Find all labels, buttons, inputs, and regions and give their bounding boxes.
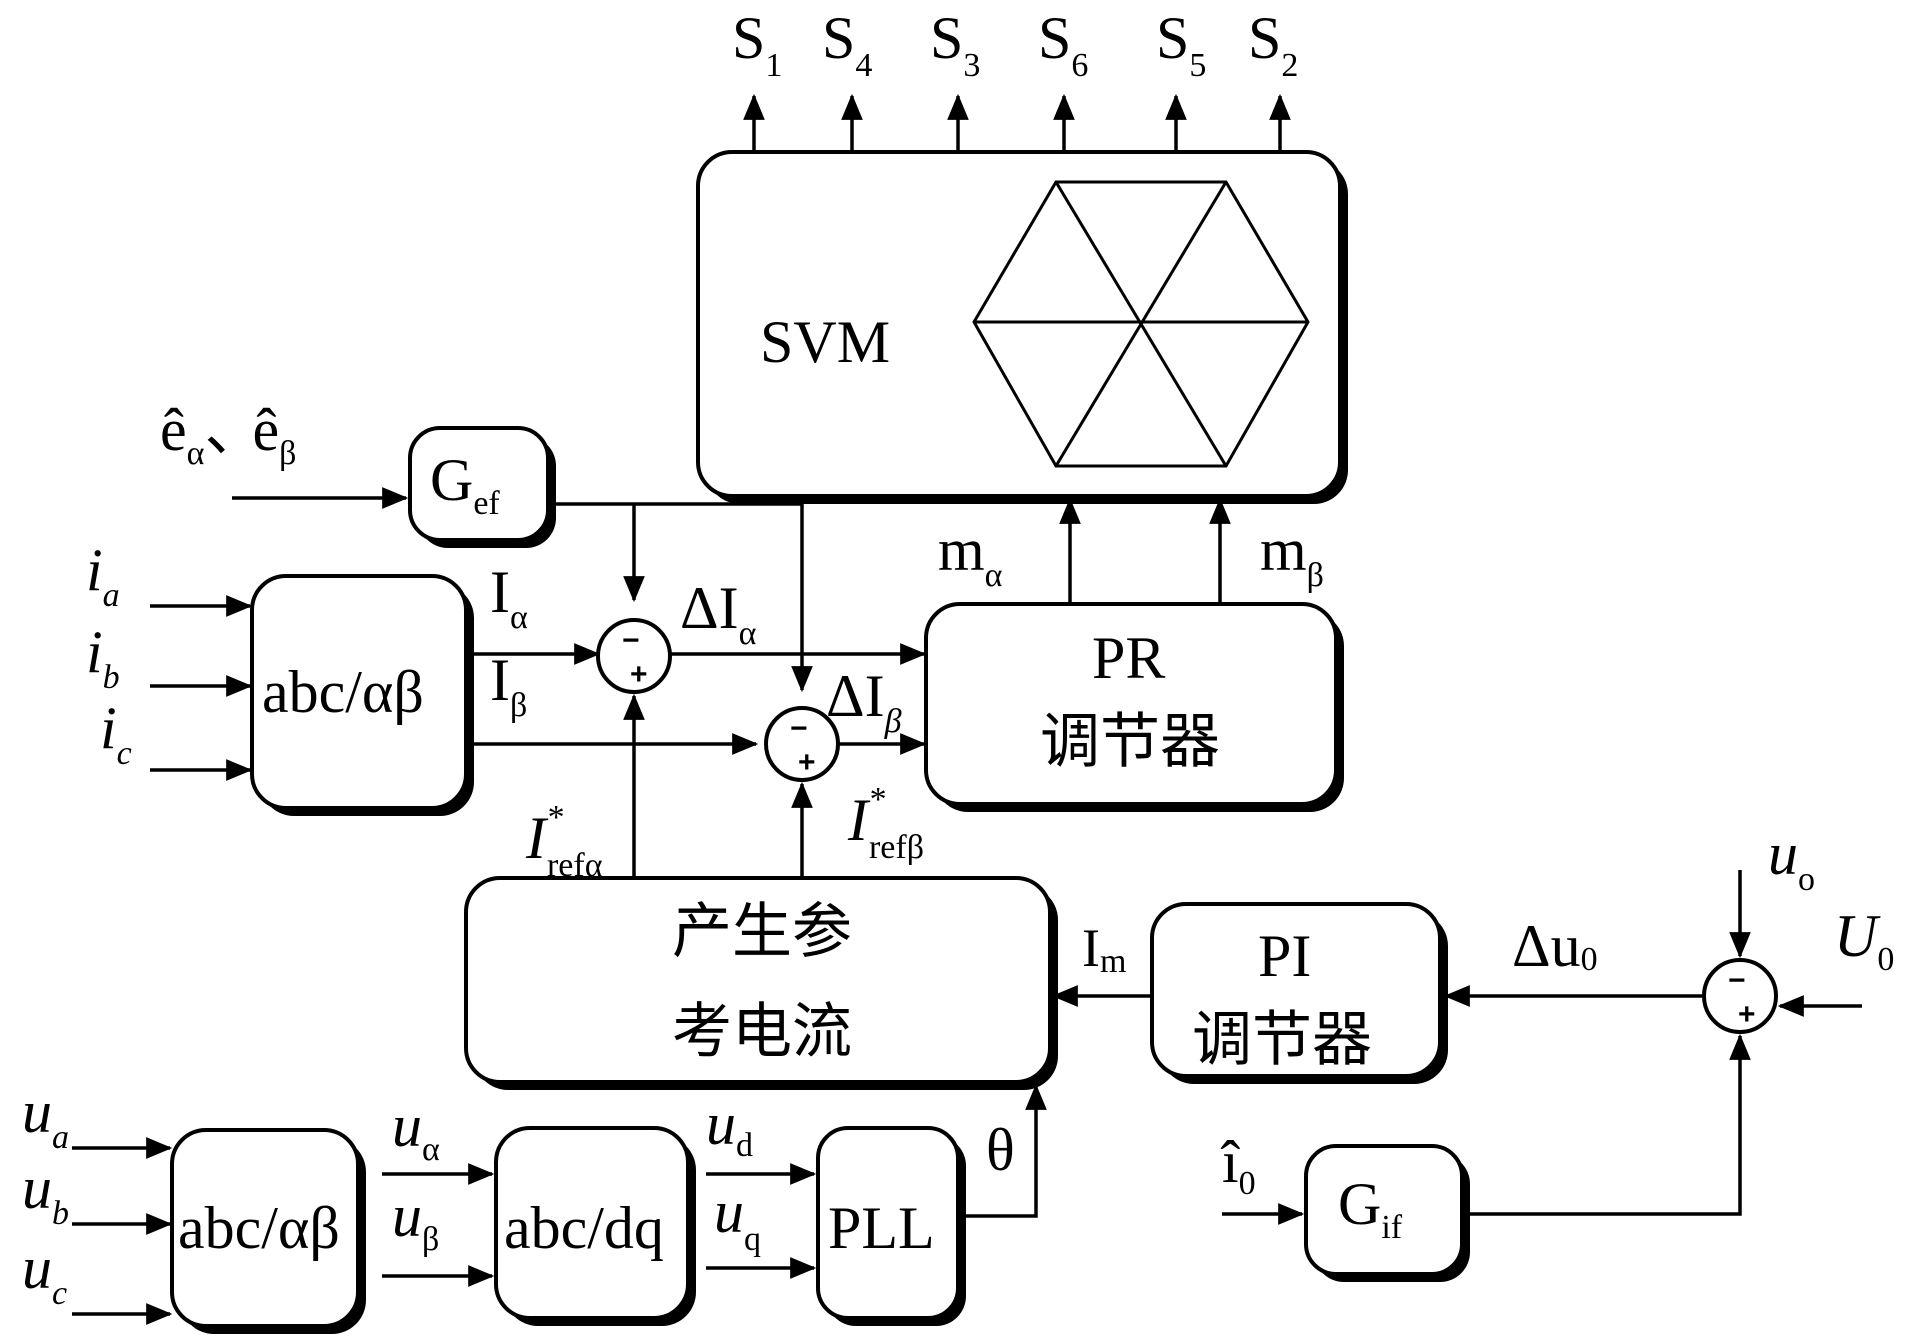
reference-current-block: 产生参 考电流: [464, 876, 1058, 1090]
gif-label: Gif: [1338, 1171, 1403, 1246]
output-s6: S6: [1038, 5, 1088, 84]
input-ub: ub: [22, 1155, 69, 1232]
input-ib: ib: [86, 619, 120, 696]
svm-hexagon-icon: [972, 180, 1310, 468]
pi-sublabel: 调节器: [1192, 1007, 1372, 1073]
abc-alphabeta-bottom-label: abc/αβ: [178, 1195, 340, 1261]
i0-hat-label: î0: [1220, 1129, 1256, 1202]
input-ic: ic: [100, 695, 132, 772]
svg-text:−: −: [622, 624, 640, 657]
i-beta-label: Iβ: [490, 647, 527, 724]
gef-label: Gef: [430, 447, 500, 522]
output-s2: S2: [1248, 5, 1298, 84]
delta-u0-label: Δu0: [1512, 913, 1598, 979]
refgen-label-1: 产生参: [672, 899, 852, 965]
u-beta-label: uβ: [392, 1183, 439, 1258]
refgen-label-2: 考电流: [672, 999, 852, 1065]
svg-text:−: −: [1728, 964, 1746, 997]
svm-outputs: S1 S4 S3 S6 S5 S2: [732, 5, 1298, 152]
svg-text:+: +: [1738, 998, 1756, 1031]
input-ua: ua: [22, 1079, 69, 1156]
m-beta-label: mβ: [1260, 517, 1324, 594]
gif-output-wire: [1462, 1033, 1751, 1216]
sum-junction-beta: − +: [764, 706, 840, 782]
output-s4: S4: [822, 5, 872, 84]
abc-alphabeta-top-label: abc/αβ: [262, 659, 424, 725]
pr-label: PR: [1092, 625, 1165, 691]
m-alpha-label: mα: [938, 517, 1003, 594]
pr-controller-block: PR 调节器: [924, 602, 1344, 812]
uo-label: uo: [1768, 821, 1815, 898]
im-label: Im: [1082, 918, 1126, 980]
delta-i-alpha-label: ΔIα: [680, 575, 757, 652]
output-s5: S5: [1156, 5, 1206, 84]
ud-label: ud: [706, 1091, 753, 1164]
abc-alphabeta-top-block: abc/αβ: [250, 574, 474, 816]
pi-controller-block: PI 调节器: [1150, 902, 1448, 1084]
uq-label: uq: [714, 1179, 761, 1258]
svm-block: SVM: [696, 150, 1348, 504]
output-s3: S3: [930, 5, 980, 84]
theta-label: θ: [986, 1117, 1015, 1183]
abc-dq-label: abc/dq: [504, 1195, 664, 1261]
svg-text:+: +: [798, 746, 816, 779]
pll-label: PLL: [828, 1195, 935, 1261]
pi-label: PI: [1258, 923, 1311, 989]
abc-dq-block: abc/dq: [494, 1126, 696, 1326]
i-alpha-label: Iα: [490, 559, 528, 636]
output-s1: S1: [732, 5, 782, 84]
input-uc: uc: [22, 1235, 67, 1312]
sum-junction-voltage: − +: [1702, 958, 1778, 1034]
gef-output-wires: [548, 502, 813, 693]
sum-junction-alpha: − +: [596, 618, 672, 694]
pr-sublabel: 调节器: [1040, 709, 1220, 775]
svg-text:−: −: [790, 712, 808, 745]
gef-block: Gef: [408, 426, 556, 548]
gif-block: Gif: [1304, 1144, 1470, 1282]
theta-wire: [958, 1083, 1047, 1218]
abc-alphabeta-bottom-block: abc/αβ: [170, 1128, 366, 1334]
e-hat-label: êα、êβ: [160, 397, 296, 472]
u-alpha-label: uα: [392, 1093, 440, 1168]
input-ia: ia: [86, 537, 120, 614]
iref-alpha-label: I*refα: [525, 799, 603, 884]
iref-beta-label: I*refβ: [847, 781, 924, 866]
pll-block: PLL: [816, 1126, 966, 1326]
U0-label: U0: [1834, 903, 1894, 978]
svm-label: SVM: [760, 309, 890, 375]
svg-text:+: +: [630, 658, 648, 691]
delta-i-beta-label: ΔIβ: [826, 663, 902, 740]
